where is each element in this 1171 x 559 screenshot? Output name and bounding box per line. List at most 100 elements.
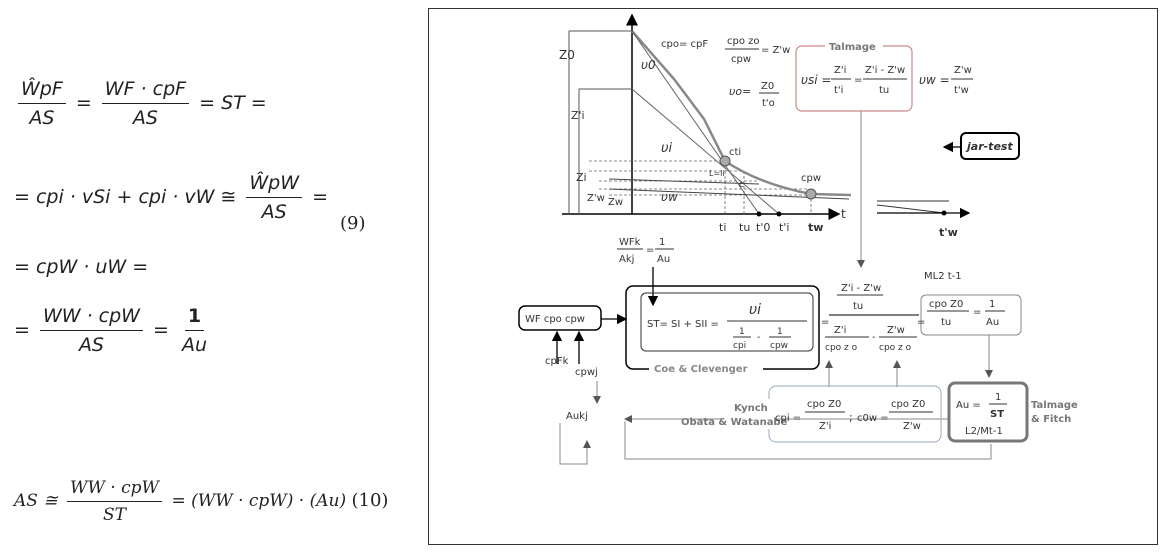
talmage-fitch-label-2: & Fitch (1031, 414, 1071, 425)
talmage-fitch-label: Talmage (1031, 400, 1078, 411)
wf-box (518, 305, 602, 331)
svg-text:-: - (757, 332, 761, 343)
vw-eq-num: Z'w (954, 65, 972, 76)
figure-frame: t Z0 Z'i Zi Z'w Zw cpo= cpF υ0 υi υw cti… (428, 8, 1158, 545)
wf-eq: = (646, 245, 654, 256)
main-den-b-num: Z'w (887, 325, 905, 336)
st-num: υi (749, 302, 761, 318)
fraction-ww-cpw-over-as: WW · cpW AS (39, 305, 143, 356)
fraction-denominator: ST (103, 505, 126, 525)
equals-sign: = (153, 319, 169, 341)
kynch-sep: ; (849, 411, 853, 424)
wf-one: 1 (659, 237, 665, 248)
vw-eq-den: t'w (954, 85, 969, 96)
tangent-vi (631, 88, 780, 215)
au-box-units: L2/Mt-1 (965, 426, 1003, 437)
right-num: cpo Z0 (929, 299, 963, 310)
wf-den2: Au (657, 254, 670, 265)
cpwj-label: cpwj (575, 367, 598, 378)
svg-text:-: - (872, 332, 876, 343)
eq-top1-rhs: = Z'w (761, 45, 790, 56)
z0-label: Z0 (559, 48, 575, 62)
t-axis-label: t (841, 207, 846, 221)
equation-tail: = (312, 186, 328, 208)
zi-label: Zi (576, 171, 587, 184)
tick-ti: ti (719, 221, 726, 234)
right-eq: = (973, 307, 981, 318)
right-au: Au (986, 317, 999, 328)
au-box-num: 1 (995, 392, 1001, 403)
li-label: L=li (709, 169, 725, 178)
equation-number-10: (10) (351, 490, 389, 511)
equation-expression: = cpW · uW = (14, 256, 149, 278)
main-num: Z'i - Z'w (841, 283, 881, 294)
main-den-a-den: cpo z o (825, 343, 858, 353)
tick-t0p: t'0 (756, 221, 770, 234)
eq-top1-den: cpw (731, 54, 751, 65)
tick-tu: tu (739, 221, 750, 234)
st-den-a2: cpi (733, 341, 746, 351)
wf-num: WFk (619, 237, 641, 248)
equation-number-9: (9) (340, 213, 366, 234)
cpw-label: cpw (801, 173, 821, 184)
cpfk-label: cpFk (545, 356, 569, 367)
talmage-f1-den: t'i (834, 85, 843, 96)
svg-text:=: = (917, 317, 925, 328)
st-den-a: 1 (739, 327, 745, 337)
fraction-denominator: AS (261, 201, 287, 223)
svg-text:=: = (821, 317, 829, 328)
right-one: 1 (989, 299, 995, 310)
main-den-a-num: Z'i (834, 325, 846, 336)
fraction-numerator: ŴpW (246, 172, 303, 198)
c-label: c (739, 180, 744, 190)
talmage-f2-den: tu (879, 85, 889, 96)
cpf-label: cpo= cpF (661, 39, 708, 50)
equation-line-1: ŴpF AS = WF · cpF AS = ST = (14, 78, 267, 129)
fraction-numerator: ŴpF (18, 78, 66, 104)
jar-test-box (960, 132, 1020, 160)
zi-prime-label: Z'i (571, 109, 585, 122)
equation-rhs: = (WW · cpW) · (Au) (171, 491, 347, 511)
coe-clevenger-label: Coe & Clevenger (654, 364, 748, 375)
vw-eq-lhs: υw = (919, 73, 950, 87)
vw-label: υw (661, 190, 678, 204)
equation-lhs: AS ≅ (14, 491, 58, 511)
v0-label: υ0 (641, 58, 656, 72)
fraction-wf-cpf-over-as: WF · cpF AS (101, 78, 190, 129)
fraction-numerator: WW · cpW (39, 305, 143, 331)
fraction-ww-cpw-over-st: WW · cpW ST (66, 478, 163, 525)
au-box (947, 381, 1029, 443)
obata-label: Obata & Watanabe (681, 417, 788, 428)
fraction-denominator: AS (132, 107, 158, 129)
kynch-eq1-num: cpo Z0 (807, 399, 841, 410)
fraction-denominator: AS (78, 334, 104, 356)
fraction-wpf-over-as: ŴpF AS (18, 78, 66, 129)
zw-label: Zw (608, 197, 623, 208)
aukj-label: Aukj (566, 411, 588, 422)
main-num-den: tu (853, 301, 863, 312)
vi-label: υi (661, 141, 673, 156)
kynch-eq1-den: Z'i (819, 421, 831, 432)
main-den-b-den: cpo z o (879, 343, 912, 353)
point-cpw (805, 188, 817, 200)
kynch-eq2-num: cpo Z0 (891, 399, 925, 410)
fraction-denominator: AS (29, 107, 55, 129)
settling-curve (631, 30, 852, 197)
st-den-b: 1 (777, 327, 783, 337)
equation-line-5: AS ≅ WW · cpW ST = (WW · cpW) · (Au) (10… (14, 478, 388, 525)
fraction-numerator: WF · cpF (101, 78, 190, 104)
st-eq: ST= SI + SII = (647, 319, 719, 330)
talmage-f2-num: Z'i - Z'w (865, 65, 905, 76)
fraction-numerator: WW · cpW (66, 478, 163, 502)
fraction-one-over-au: 1 Au (179, 305, 210, 356)
talmage-title: Talmage (829, 42, 876, 53)
right-den: tu (941, 317, 951, 328)
kynch-eq1-lhs: cpi = (775, 413, 801, 424)
equation-line-3: = cpW · uW = (14, 256, 148, 278)
eq-v0-num: Z0 (761, 81, 774, 92)
cti-label: cti (729, 147, 741, 158)
wf-den1: Akj (619, 254, 634, 265)
settling-diagram: t Z0 Z'i Zi Z'w Zw cpo= cpF υ0 υi υw cti… (518, 13, 1078, 465)
kynch-label: Kynch (734, 403, 768, 414)
units-top: ML2 t-1 (924, 271, 962, 282)
